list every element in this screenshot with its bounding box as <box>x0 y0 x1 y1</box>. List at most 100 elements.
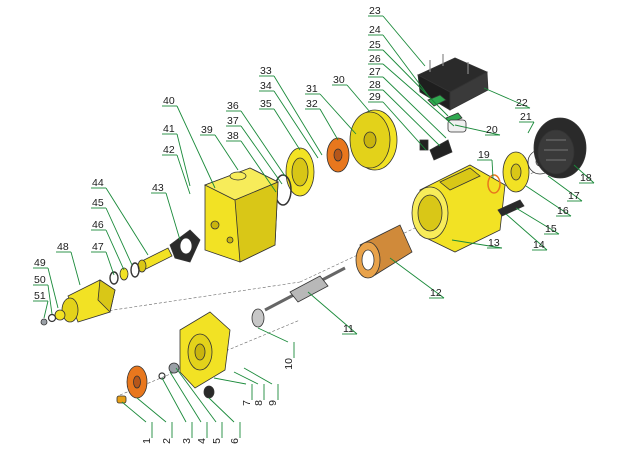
callout-label-34: 34 <box>260 80 272 92</box>
leader-line-41 <box>176 133 191 187</box>
seal-4 <box>168 362 180 374</box>
callout-24: 24 <box>368 24 431 99</box>
callout-label-2: 2 <box>161 438 173 444</box>
rear-end-shield <box>502 151 530 193</box>
callout-9: 9 <box>243 367 279 406</box>
callout-label-42: 42 <box>163 144 175 156</box>
callout-44: 44 <box>91 177 149 256</box>
callout-label-8: 8 <box>253 400 265 406</box>
callout-5: 5 <box>175 367 223 444</box>
leader-line-28 <box>382 89 441 147</box>
terminal-box-cover <box>417 54 489 111</box>
leader-line-20 <box>454 124 501 136</box>
callout-label-16: 16 <box>557 205 569 217</box>
leader-line-1 <box>121 401 147 423</box>
pump-body <box>204 167 279 263</box>
callout-37: 37 <box>226 115 283 185</box>
ring-47 <box>109 271 119 285</box>
callout-label-51: 51 <box>34 290 46 302</box>
callout-label-4: 4 <box>196 438 208 444</box>
callout-43: 43 <box>151 182 181 241</box>
callout-label-37: 37 <box>227 115 239 127</box>
callout-32: 32 <box>305 98 339 141</box>
callout-label-12: 12 <box>430 287 442 299</box>
callout-label-40: 40 <box>163 95 175 107</box>
callout-label-27: 27 <box>369 66 381 78</box>
bearing <box>251 308 265 328</box>
callout-label-44: 44 <box>92 177 104 189</box>
leader-line-22 <box>483 87 531 109</box>
callout-34: 34 <box>259 80 319 159</box>
callout-label-23: 23 <box>369 5 381 17</box>
leader-line-13 <box>451 239 503 249</box>
impeller-lower <box>126 365 148 399</box>
leader-line-26 <box>382 63 455 127</box>
ring-45 <box>130 262 140 278</box>
callout-27: 27 <box>368 66 447 139</box>
callout-49: 49 <box>33 257 59 309</box>
o-ring-19 <box>487 174 501 194</box>
leader-line-34 <box>273 90 319 159</box>
leader-line-30 <box>346 84 371 113</box>
leader-line-44 <box>105 187 149 256</box>
callout-7: 7 <box>213 377 253 406</box>
leader-line-4 <box>169 371 202 423</box>
callout-15: 15 <box>515 207 560 235</box>
leader-line-45 <box>105 207 133 266</box>
callout-label-49: 49 <box>34 257 46 269</box>
callout-label-15: 15 <box>545 223 557 235</box>
leader-line-43 <box>165 192 181 241</box>
ring-46 <box>119 267 129 281</box>
callout-18: 18 <box>573 164 595 184</box>
callout-label-41: 41 <box>163 123 175 135</box>
callout-36: 36 <box>226 100 286 177</box>
callout-label-30: 30 <box>333 74 345 86</box>
callout-16: 16 <box>525 185 572 217</box>
leader-line-23 <box>382 15 426 67</box>
callout-11: 11 <box>307 291 358 335</box>
callout-label-17: 17 <box>568 190 580 202</box>
leader-line-17 <box>547 175 583 202</box>
leader-line-37 <box>240 125 283 185</box>
callout-42: 42 <box>162 144 191 195</box>
leader-line-11 <box>307 291 358 335</box>
callout-50: 50 <box>33 274 53 315</box>
impeller-nut <box>116 395 127 404</box>
callout-51: 51 <box>33 290 49 319</box>
callout-label-47: 47 <box>92 241 104 253</box>
callout-label-39: 39 <box>201 124 213 136</box>
callout-label-33: 33 <box>260 65 272 77</box>
callout-22: 22 <box>483 87 531 109</box>
leader-line-40 <box>176 105 216 189</box>
callout-label-35: 35 <box>260 98 272 110</box>
stator <box>355 224 413 279</box>
callout-label-48: 48 <box>57 241 69 253</box>
diffuser-plate <box>285 147 315 197</box>
leader-line-39 <box>214 134 239 171</box>
leader-line-42 <box>176 154 191 195</box>
callout-label-22: 22 <box>516 97 528 109</box>
impeller-upper <box>326 137 350 173</box>
leader-line-7 <box>213 377 247 385</box>
callout-21: 21 <box>519 111 535 134</box>
leader-line-19 <box>491 159 494 179</box>
callout-17: 17 <box>547 175 583 202</box>
callout-12: 12 <box>389 257 445 299</box>
callout-31: 31 <box>305 83 357 135</box>
callout-2: 2 <box>136 397 173 444</box>
callout-30: 30 <box>332 74 371 113</box>
callout-3: 3 <box>161 377 193 444</box>
callout-10: 10 <box>257 327 295 370</box>
callout-label-29: 29 <box>369 91 381 103</box>
callout-label-50: 50 <box>34 274 46 286</box>
seal-ring-3 <box>158 372 166 380</box>
callout-28: 28 <box>368 79 441 147</box>
leader-line-18 <box>573 164 595 184</box>
callout-19: 19 <box>477 149 494 179</box>
callout-label-43: 43 <box>152 182 164 194</box>
callout-29: 29 <box>368 91 427 151</box>
callout-13: 13 <box>451 237 503 249</box>
callout-label-1: 1 <box>141 438 153 444</box>
callout-label-28: 28 <box>369 79 381 91</box>
